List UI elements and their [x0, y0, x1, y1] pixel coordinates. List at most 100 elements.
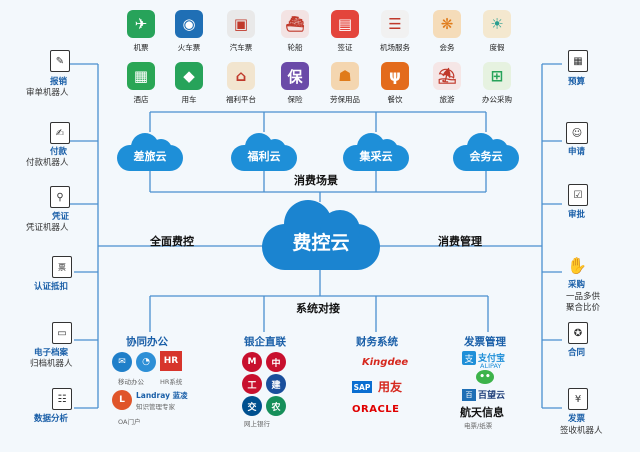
baiwang-name: 百望云 [478, 391, 506, 401]
left-item-title: 电子档案 [34, 348, 69, 358]
service-tile-car[interactable]: ◆ 用车 [162, 62, 216, 105]
conference-icon: ❋ [433, 10, 461, 38]
service-tile-hotel[interactable]: ▦ 酒店 [114, 62, 168, 105]
car-icon: ◆ [175, 62, 203, 90]
bocom-bank-icon: 交 [242, 396, 262, 416]
voucher-icon: ⚲ [50, 186, 70, 208]
right-item-title: 合同 [568, 348, 586, 358]
einvoice-label: 电票/纸票 [464, 422, 493, 430]
left-item-title: 付款 [50, 147, 68, 157]
service-tile-dining[interactable]: ψ 餐饮 [368, 62, 422, 105]
main-cloud-label: 费控云 [292, 232, 350, 254]
abc-bank-icon: 农 [266, 396, 286, 416]
service-tile-insurance[interactable]: 保 保险 [268, 62, 322, 105]
calculator-icon: ▦ [568, 50, 588, 72]
office-purchase-icon: ⊞ [483, 62, 511, 90]
left-item-title: 报销 [50, 77, 68, 87]
cloud-label: 会务云 [469, 150, 503, 163]
service-tile-airport[interactable]: ☰ 机场服务 [368, 10, 422, 53]
ccb-bank-icon: 建 [266, 374, 286, 394]
baiwang-icon: 百 [462, 389, 476, 401]
service-tile-flight[interactable]: ✈ 机票 [114, 10, 168, 53]
data-analysis-icon: ☷ [52, 388, 72, 410]
left-item-subtitle: 凭证机器人 [26, 223, 69, 233]
finance-group-title: 财务系统 [356, 336, 398, 348]
bank-group-title: 银企直联 [244, 336, 286, 348]
deduction-ticket-icon: 票 [52, 256, 72, 278]
kingdee-logo: Kingdee [362, 357, 409, 368]
consumption-scene-label: 消费场景 [294, 174, 338, 187]
landray-name: Landray 蓝凌 [136, 391, 188, 400]
alipay-icon: 支 [462, 351, 476, 365]
cloud-label: 差旅云 [133, 150, 167, 163]
right-item-subtitle: 一品多供 [566, 292, 601, 302]
welfare-icon: ⌂ [227, 62, 255, 90]
right-item-title: 审批 [568, 210, 586, 220]
hr-badge-text: HR [163, 356, 179, 366]
right-item-title: 采购 [568, 280, 586, 290]
alipay-en: ALIPAY [480, 362, 502, 370]
service-label: 机场服务 [380, 43, 410, 52]
payment-icon: ✍ [50, 122, 70, 144]
icbc-bank-icon: 工 [242, 374, 262, 394]
service-tile-conference[interactable]: ❋ 会务 [420, 10, 474, 53]
cloud-travel: 差旅云 [117, 131, 183, 171]
service-label: 保险 [287, 95, 303, 104]
service-label: 会务 [439, 43, 455, 52]
service-tile-visa[interactable]: ▤ 签证 [318, 10, 372, 53]
travel-icon: ⛱ [433, 62, 461, 90]
mobile-office-label: 移动办公 [118, 378, 144, 386]
visa-icon: ▤ [331, 10, 359, 38]
right-item-title: 预算 [568, 77, 586, 87]
right-item-title: 发票 [568, 414, 586, 424]
service-tile-ship[interactable]: ⛴ 轮船 [268, 10, 322, 53]
service-tile-labor[interactable]: ☗ 劳保用品 [318, 62, 372, 105]
dining-icon: ψ [381, 62, 409, 90]
sap-logo: SAP [352, 381, 372, 393]
service-label: 餐饮 [387, 95, 403, 104]
service-label: 劳保用品 [330, 95, 360, 104]
main-cloud-expense-control: 费控云 [262, 198, 380, 270]
airplane-icon: ✈ [127, 10, 155, 38]
service-label: 汽车票 [229, 43, 253, 52]
service-label: 机票 [133, 43, 149, 52]
airport-service-icon: ☰ [381, 10, 409, 38]
service-label: 火车票 [177, 43, 201, 52]
full-control-label: 全面费控 [150, 235, 194, 248]
archive-icon: ▭ [52, 322, 72, 344]
train-icon: ◉ [175, 10, 203, 38]
left-item-subtitle: 归档机器人 [30, 359, 73, 369]
insurance-icon: 保 [281, 62, 309, 90]
oa-portal-label: OA门户 [118, 418, 141, 426]
hr-badge-icon: HR [160, 351, 182, 371]
service-label: 办公采购 [482, 95, 512, 104]
hotel-icon: ▦ [127, 62, 155, 90]
service-tile-travel[interactable]: ⛱ 旅游 [420, 62, 474, 105]
oracle-logo: ORACLE [352, 404, 400, 415]
service-label: 旅游 [439, 95, 455, 104]
chat-icon: ◔ [136, 352, 156, 372]
bus-icon: ▣ [227, 10, 255, 38]
left-item-subtitle: 审单机器人 [26, 88, 69, 98]
invoice-group-title: 发票管理 [464, 336, 506, 348]
mobile-office-icon: ✉ [112, 352, 132, 372]
left-item-title: 凭证 [52, 212, 70, 222]
service-tile-bus[interactable]: ▣ 汽车票 [214, 10, 268, 53]
vacation-icon: ☀ [483, 10, 511, 38]
boc-bank-icon: 中 [266, 352, 286, 372]
invoice-icon: ¥ [568, 388, 588, 410]
reimburse-icon: ✎ [50, 50, 70, 72]
service-label: 度假 [489, 43, 505, 52]
cloud-label: 福利云 [247, 150, 281, 163]
service-label: 轮船 [287, 43, 303, 52]
service-tile-welfare[interactable]: ⌂ 福利平台 [214, 62, 268, 105]
service-tile-vacation[interactable]: ☀ 度假 [470, 10, 524, 53]
yonyou-logo: 用友 [378, 380, 403, 394]
purchase-hand-icon: ✋ [567, 255, 587, 275]
application-icon: ☺ [566, 122, 588, 144]
online-bank-label: 网上银行 [244, 420, 270, 428]
service-tile-office-purchase[interactable]: ⊞ 办公采购 [470, 62, 524, 105]
service-tile-train[interactable]: ◉ 火车票 [162, 10, 216, 53]
office-group-title: 协同办公 [126, 336, 168, 348]
labor-supplies-icon: ☗ [331, 62, 359, 90]
